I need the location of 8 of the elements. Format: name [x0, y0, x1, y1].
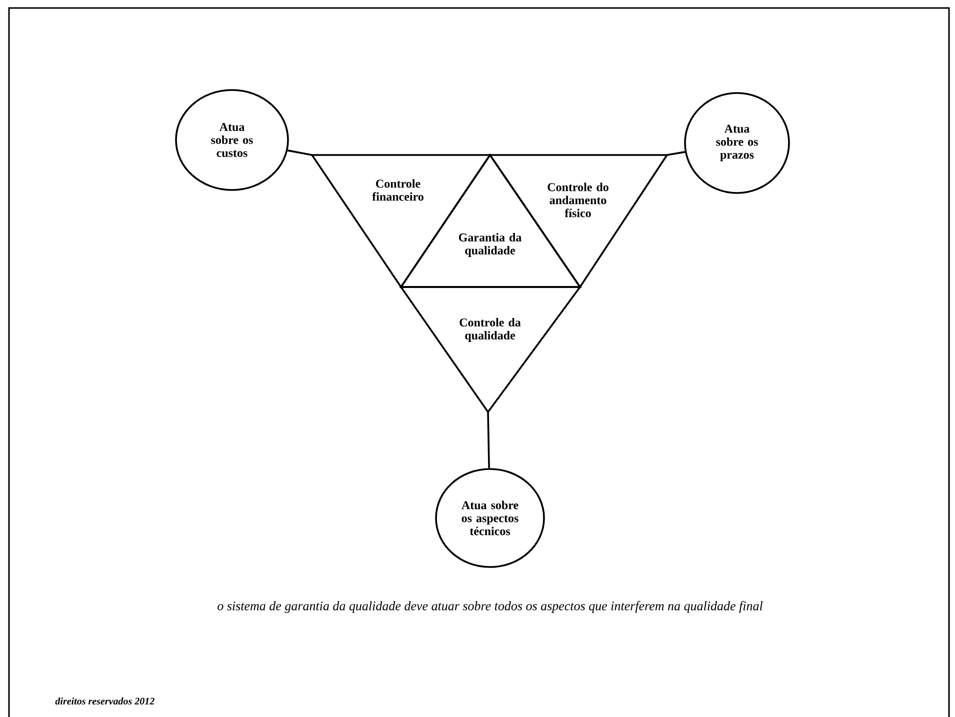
- connector-line: [487, 412, 490, 468]
- connector-line: [288, 150, 312, 156]
- connector-line: [666, 151, 686, 156]
- circle-node: Atua sobre os prazos: [684, 92, 790, 194]
- copyright-note: direitos reservados 2012: [55, 697, 154, 705]
- circle-node: Atua sobre os aspectos técnicos: [435, 468, 545, 568]
- caption: o sistema de garantia da qualidade deve atuar sobre todos os aspectos que interferem na qualidade final: [218, 601, 763, 613]
- circle-node: Atua sobre os custos: [175, 89, 289, 191]
